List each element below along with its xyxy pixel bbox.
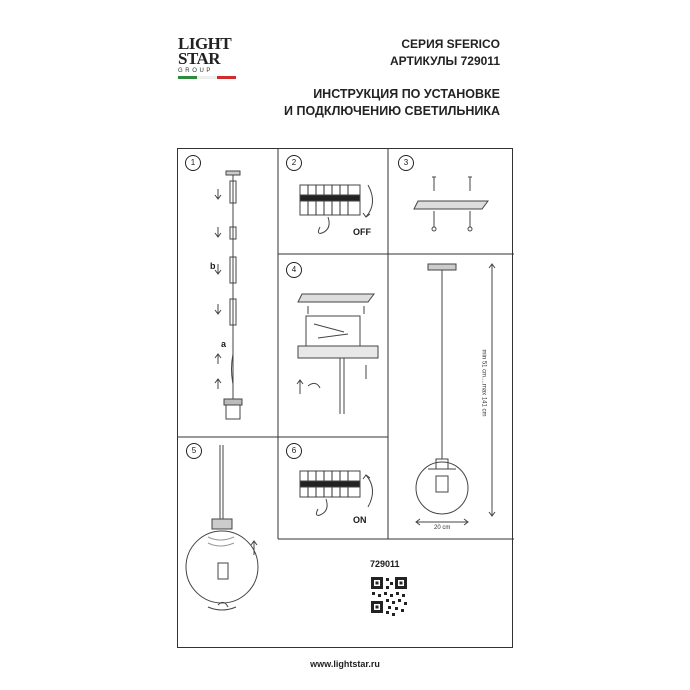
step-2-terminal-off-drawing: [299, 184, 373, 234]
qr-code-icon: [371, 577, 407, 616]
label-a: a: [221, 339, 227, 349]
label-b: b: [210, 261, 216, 271]
step-2-number: 2: [286, 155, 302, 171]
label-off: OFF: [353, 227, 371, 237]
step-6-number: 6: [286, 443, 302, 459]
website-link[interactable]: www.lightstar.ru: [310, 659, 380, 669]
dimension-panel: min 51 cm....max 141 cm 20 cm: [388, 254, 514, 539]
articles-title: АРТИКУЛЫ 729011: [390, 54, 500, 68]
step-6-terminal-on-drawing: [299, 470, 373, 516]
step-5-panel: 5: [178, 437, 278, 649]
step-4-number: 4: [286, 262, 302, 278]
instruction-title-line-1: ИНСТРУКЦИЯ ПО УСТАНОВКЕ: [313, 87, 500, 101]
dimension-drawing: [415, 263, 496, 526]
instruction-grid: 1: [177, 148, 514, 649]
step-5-number: 5: [186, 443, 202, 459]
step-2-panel: 2 OFF: [278, 149, 388, 254]
article-number: 729011: [370, 559, 400, 569]
label-on: ON: [353, 515, 367, 525]
article-panel: 729011: [278, 539, 514, 649]
logo-line-3: GROUP: [178, 68, 214, 74]
instruction-title-line-2: И ПОДКЛЮЧЕНИЮ СВЕТИЛЬНИКА: [284, 104, 500, 118]
width-label: 20 cm: [434, 525, 451, 531]
step-3-mounting-drawing: [413, 176, 489, 232]
step-5-shade-drawing: [185, 445, 259, 611]
brand-logo: LIGHT STAR GROUP: [178, 34, 236, 79]
step-1-number: 1: [185, 155, 201, 171]
step-4-panel: 4: [278, 254, 388, 437]
step-6-panel: 6 ON: [278, 437, 388, 539]
logo-line-1: LIGHT: [178, 34, 232, 53]
series-title: СЕРИЯ SFERICO: [401, 37, 500, 51]
italian-flag-icon: [178, 76, 236, 79]
grid-lines: [178, 149, 514, 540]
step-3-panel: 3: [388, 149, 514, 254]
height-range-label: min 51 cm....max 141 cm: [480, 349, 487, 417]
step-1-assembly-drawing: [214, 170, 243, 420]
logo-line-2: STAR: [178, 49, 221, 68]
step-1-panel: 1: [178, 149, 278, 437]
step-3-number: 3: [398, 155, 414, 171]
step-4-connection-drawing: [296, 293, 379, 414]
